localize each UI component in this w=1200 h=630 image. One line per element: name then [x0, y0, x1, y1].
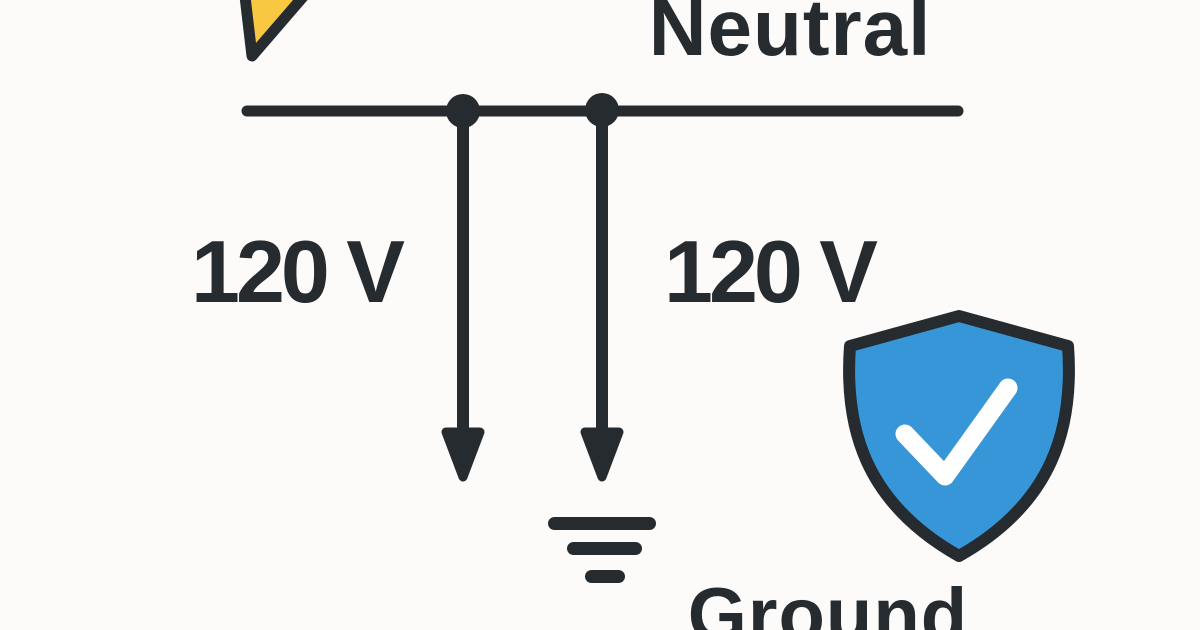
down-arrow-icon [441, 115, 485, 482]
checkmark-icon [895, 378, 1018, 486]
voltage-label-left: 120 V [191, 222, 405, 321]
down-arrow-icon [580, 115, 624, 482]
lightning-bolt-icon [239, 0, 308, 62]
neutral-label: Neutral [648, 0, 932, 72]
shield-check-icon [843, 310, 1075, 562]
junction-dot-icon [585, 93, 619, 127]
ground-symbol-icon [548, 517, 656, 583]
ground-label: Ground [687, 573, 969, 630]
voltage-label-right: 120 V [664, 222, 878, 321]
junction-dot-icon [446, 94, 480, 128]
